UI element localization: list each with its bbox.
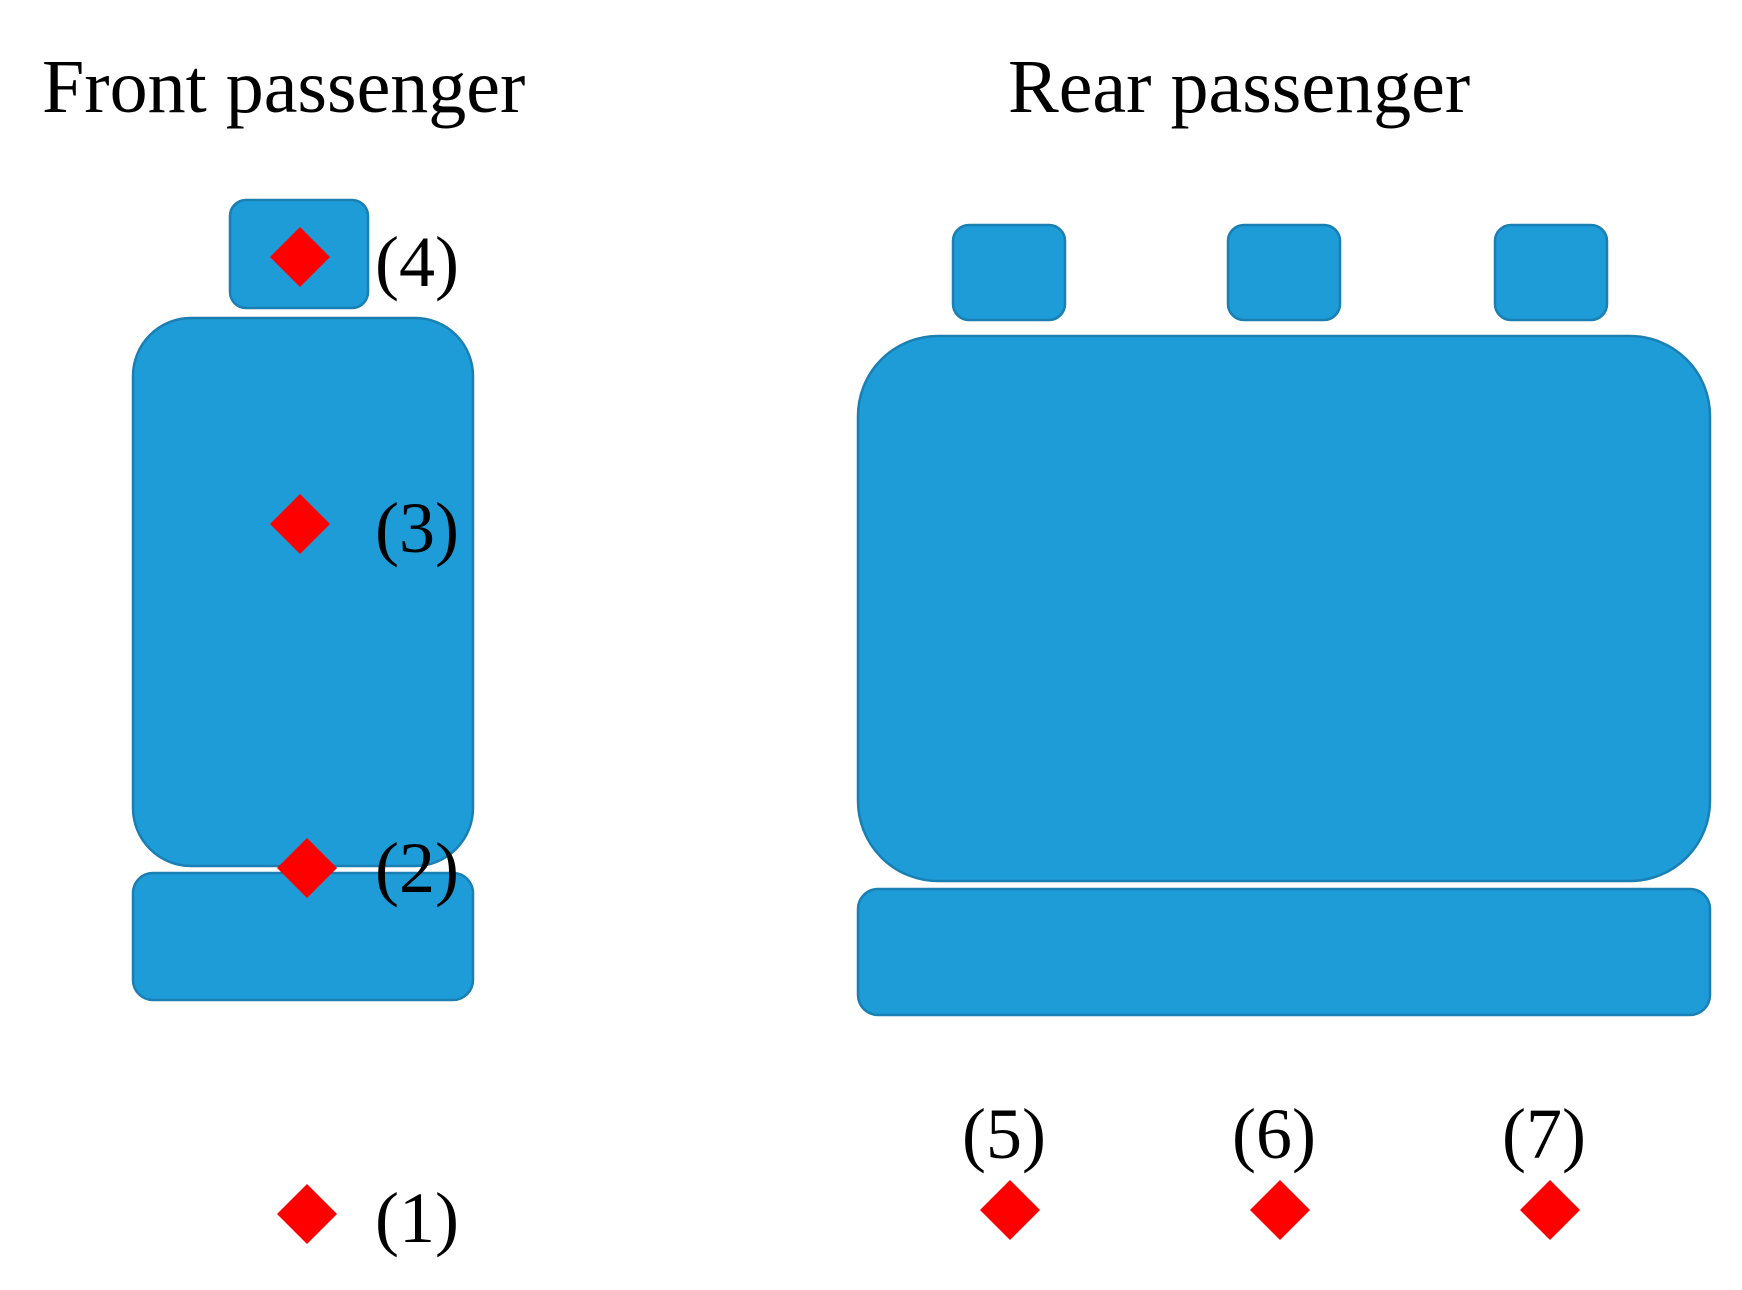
- red-diamond-icon: [270, 494, 330, 554]
- red-diamond-icon: [277, 1184, 337, 1244]
- point-label: (6): [1232, 1094, 1316, 1174]
- rear-passenger-title: Rear passenger: [1008, 45, 1470, 129]
- measurement-point-1: (1): [277, 1178, 459, 1258]
- rear-headrest-left: [951, 223, 1067, 322]
- rear-headrest-middle: [1226, 223, 1342, 322]
- measurement-point-4: (4): [270, 222, 459, 302]
- red-diamond-icon: [270, 227, 330, 287]
- measurement-point-7: (7): [1502, 1094, 1586, 1240]
- point-label: (5): [962, 1094, 1046, 1174]
- point-label: (4): [375, 222, 459, 302]
- front-seat: [131, 198, 475, 1002]
- measurement-point-3: (3): [270, 488, 459, 568]
- rear-cushion: [856, 887, 1712, 1017]
- red-diamond-icon: [980, 1180, 1040, 1240]
- point-label: (2): [375, 828, 459, 908]
- rear-seat: [856, 223, 1712, 1017]
- measurement-point-2: (2): [277, 828, 459, 908]
- red-diamond-icon: [277, 838, 337, 898]
- red-diamond-icon: [1250, 1180, 1310, 1240]
- point-label: (3): [375, 488, 459, 568]
- rear-headrest-right: [1493, 223, 1609, 322]
- point-label: (7): [1502, 1094, 1586, 1174]
- measurement-point-5: (5): [962, 1094, 1046, 1240]
- point-label: (1): [375, 1178, 459, 1258]
- front-passenger-title: Front passenger: [42, 45, 525, 129]
- front-backrest: [131, 316, 475, 868]
- red-diamond-icon: [1520, 1180, 1580, 1240]
- measurement-points: (1) (2) (3) (4) (5) (6) (7): [270, 222, 1586, 1258]
- measurement-point-6: (6): [1232, 1094, 1316, 1240]
- rear-backrest: [856, 334, 1712, 883]
